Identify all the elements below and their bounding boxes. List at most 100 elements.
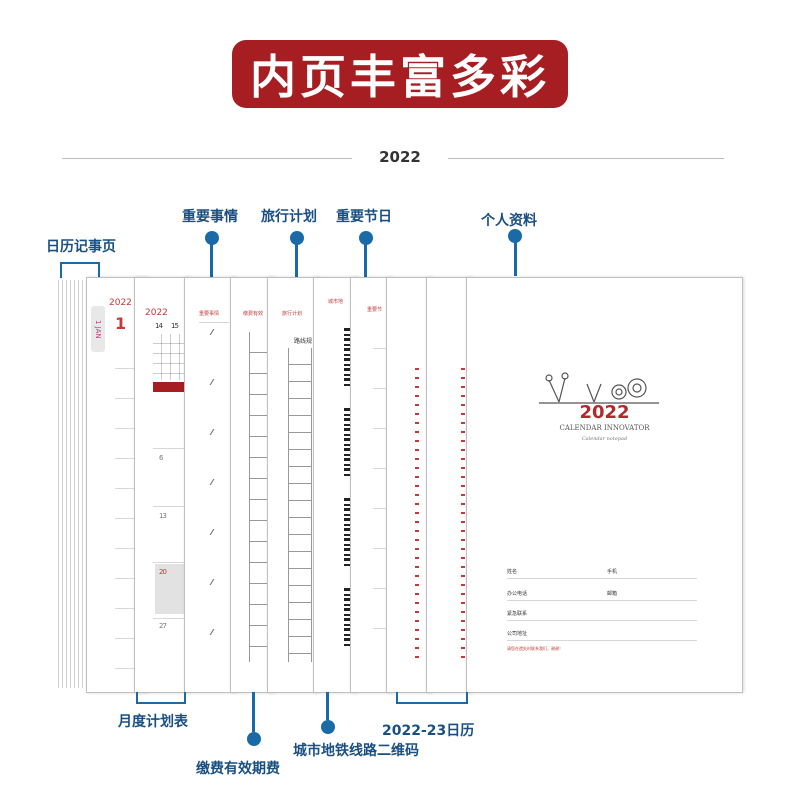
page-edge (78, 280, 79, 688)
divider-left (62, 158, 352, 159)
ruled-line (507, 620, 697, 621)
label-travel-plan: 旅行计划 (261, 209, 317, 225)
pointer-dot (359, 231, 373, 245)
monthly-day-a: 14 (155, 322, 163, 330)
label-calendar-2022-23: 2022-23日历 (382, 723, 475, 739)
qr-strip (344, 498, 350, 568)
travel-box: 路线规 (294, 338, 313, 345)
ruled-line (373, 588, 389, 589)
label-important-holidays: 重要节日 (336, 209, 392, 225)
ruled-line (115, 428, 145, 429)
qr-strip (344, 588, 350, 648)
pointer-line (514, 242, 517, 276)
info-field: 紧急联系 (507, 611, 528, 617)
ruled-line (373, 468, 389, 469)
matters-heading: 重要事情 (199, 311, 220, 317)
item-marks: ⁄⁄⁄ (211, 378, 213, 387)
ruled-line (373, 388, 389, 389)
payment-table (249, 332, 269, 662)
pointer-dot (205, 231, 219, 245)
bracket-calendar-2022-23 (396, 692, 468, 704)
divider-right (448, 158, 724, 159)
ruled-line (115, 488, 145, 489)
page-edge (70, 280, 71, 688)
info-field: 邮箱 (607, 591, 618, 597)
year-heading: 2022 (379, 148, 421, 166)
pointer-dot (508, 229, 522, 243)
calendar-column (461, 368, 465, 658)
pointer-dot (290, 231, 304, 245)
calendar-2022-page (386, 277, 432, 693)
bracket-calendar-pages (60, 262, 100, 278)
label-calendar-pages: 日历记事页 (46, 239, 116, 255)
info-field: 姓名 (507, 569, 518, 575)
payment-heading: 缴费有效 (243, 311, 264, 317)
label-metro-qr: 城市地铁线路二维码 (293, 743, 419, 759)
bracket-monthly-plan (136, 692, 186, 704)
ruled-line (115, 578, 145, 579)
ruled-line (373, 348, 389, 349)
ruled-line (115, 398, 145, 399)
monthly-plan-page: 2022 14 15 6 13 20 27 (134, 277, 190, 693)
personal-info-page: 2022 CALENDAR INNOVATOR Calendar notepad… (466, 277, 743, 693)
month-tab: 1 JAN (91, 306, 105, 352)
ruled-line (115, 668, 145, 669)
pointer-line (252, 692, 255, 732)
monthly-day-b: 15 (171, 322, 179, 330)
ruled-line (507, 640, 697, 641)
shaded-week (155, 564, 187, 614)
monthly-row-label: 20 (159, 568, 167, 576)
ruled-line (115, 368, 145, 369)
label-important-matters: 重要事情 (182, 209, 238, 225)
diary-day: 1 (115, 314, 127, 333)
label-personal-info: 个人资料 (481, 213, 537, 229)
ruled-line (153, 562, 187, 563)
travel-plan-page: 旅行计划 路线规 (267, 277, 319, 693)
ruled-line (153, 506, 187, 507)
item-marks: ⁄⁄⁄ (211, 628, 213, 637)
pointer-line (326, 692, 329, 720)
ruled-line (373, 508, 389, 509)
ruled-line (373, 428, 389, 429)
cover-footer: 请您在遗失时联系我们，谢谢！ (507, 646, 563, 651)
monthly-row-label: 6 (159, 454, 164, 462)
ruled-line (115, 458, 145, 459)
cover-subtitle: CALENDAR INNOVATOR (559, 424, 650, 432)
monthly-row-label: 27 (159, 622, 167, 630)
banner-title: 内页丰富多彩 (232, 40, 568, 108)
monthly-year: 2022 (145, 308, 168, 318)
item-marks: ⁄⁄⁄ (211, 328, 213, 337)
holidays-heading: 重要节 (367, 307, 383, 313)
calendar-column (415, 368, 419, 658)
label-monthly-plan: 月度计划表 (118, 714, 188, 730)
travel-heading: 旅行计划 (282, 311, 303, 317)
highlight-row (153, 382, 187, 392)
item-marks: ⁄⁄⁄ (211, 578, 213, 587)
page-edge (74, 280, 75, 688)
cover-script: Calendar notepad (581, 436, 628, 442)
item-marks: ⁄⁄⁄ (211, 528, 213, 537)
monthly-row-label: 13 (159, 512, 167, 520)
page-edge (62, 280, 63, 688)
ruled-line (373, 628, 389, 629)
qr-strip (344, 328, 350, 388)
info-field: 办公电话 (507, 591, 528, 597)
pointer-line (295, 244, 298, 278)
info-field: 手机 (607, 569, 618, 575)
ruled-line (153, 448, 187, 449)
pointer-dot (321, 720, 335, 734)
pointer-line (364, 244, 367, 278)
important-matters-page: 重要事情 ⁄⁄⁄ ⁄⁄⁄ ⁄⁄⁄ ⁄⁄⁄ ⁄⁄⁄ ⁄⁄⁄ ⁄⁄⁄ (184, 277, 236, 693)
ruled-line (507, 600, 697, 601)
metro-heading: 城市地 (328, 299, 344, 305)
calendar-2023-page (426, 277, 472, 693)
diary-year: 2022 (109, 298, 132, 308)
ruled-line (199, 322, 229, 323)
page-edge (82, 280, 83, 688)
page-edge (66, 280, 67, 688)
item-marks: ⁄⁄⁄ (211, 428, 213, 437)
ruled-line (153, 618, 187, 619)
metro-qr-page: 城市地 (313, 277, 357, 693)
ruled-line (115, 608, 145, 609)
page-edge (58, 280, 59, 688)
